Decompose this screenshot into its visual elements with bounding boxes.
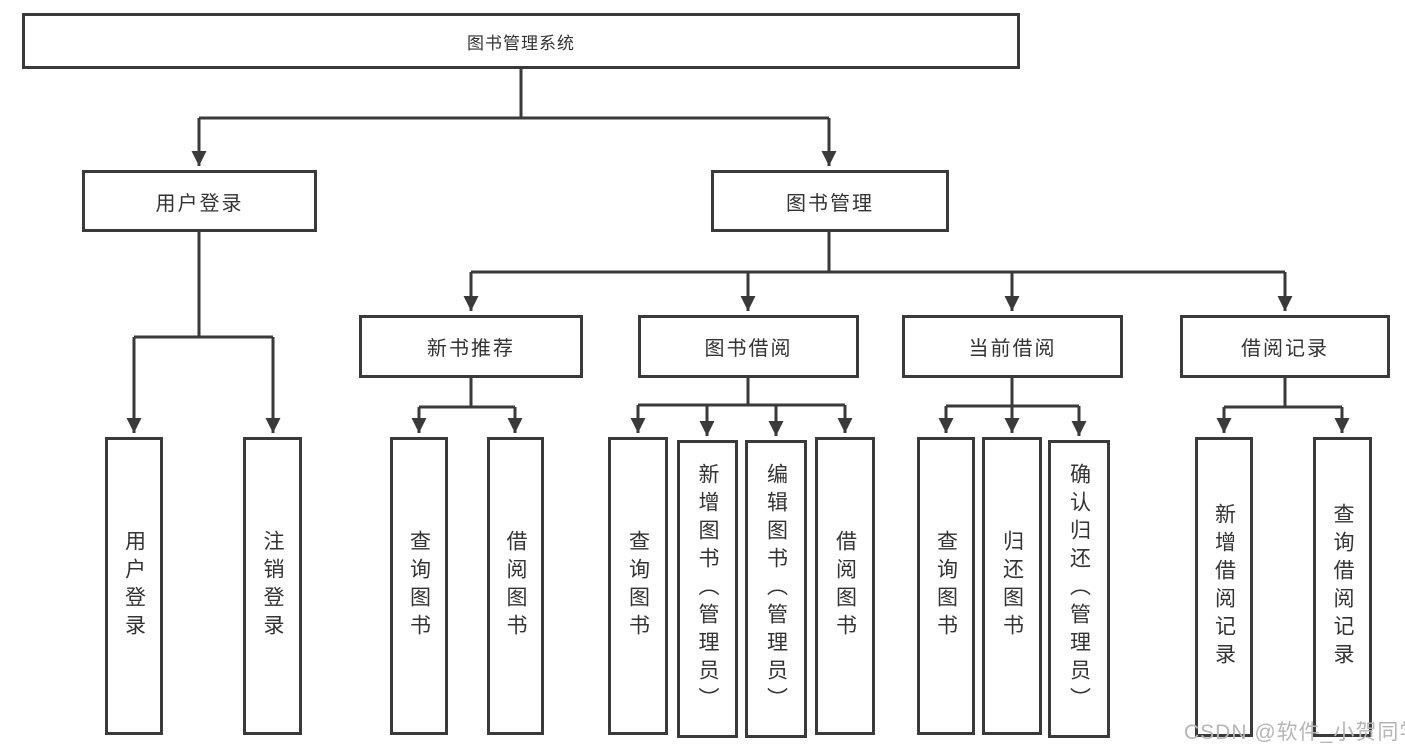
leaf-borrow-books-2: 借阅图书	[815, 437, 875, 735]
leaf-query-books-2: 查询图书	[608, 437, 668, 735]
node-label: 新书推荐	[427, 338, 515, 360]
leaf-label: 注销登录	[261, 530, 284, 642]
node-label: 当前借阅	[968, 338, 1057, 360]
leaf-add-books-admin: 新增图书（管理员）	[677, 440, 738, 738]
leaf-label: 查询图书	[407, 530, 431, 642]
leaf-query-books-1: 查询图书	[390, 437, 448, 735]
leaf-logout: 注销登录	[243, 437, 302, 735]
leaf-label: 借阅图书	[504, 530, 527, 642]
leaf-user-login: 用户登录	[105, 437, 163, 735]
leaf-label: 确认归还（管理员）	[1067, 463, 1091, 715]
node-user-login: 用户登录	[82, 170, 317, 232]
node-label: 图书管理系统	[467, 33, 575, 53]
leaf-label: 用户登录	[122, 530, 146, 642]
node-label: 图书管理	[786, 192, 874, 215]
leaf-add-borrow-record: 新增借阅记录	[1195, 437, 1253, 737]
csdn-watermark: CSDN @软件_小贺同学	[1184, 721, 1405, 744]
leaf-label: 编辑图书（管理员）	[764, 463, 788, 715]
leaf-edit-books-admin: 编辑图书（管理员）	[745, 440, 807, 738]
leaf-query-borrow-record: 查询借阅记录	[1313, 437, 1372, 737]
node-book-management: 图书管理	[711, 170, 949, 232]
leaf-label: 新增借阅记录	[1212, 503, 1236, 671]
leaf-confirm-return-admin: 确认归还（管理员）	[1048, 440, 1110, 738]
node-label: 用户登录	[155, 192, 244, 215]
leaf-label: 查询图书	[934, 530, 958, 642]
leaf-label: 查询借阅记录	[1331, 503, 1354, 671]
node-library-management-system: 图书管理系统	[22, 13, 1020, 69]
leaf-borrow-books-1: 借阅图书	[487, 437, 544, 735]
leaf-label: 新增图书（管理员）	[696, 463, 719, 715]
node-borrow-records: 借阅记录	[1180, 315, 1390, 378]
node-label: 图书借阅	[704, 338, 793, 360]
node-label: 借阅记录	[1241, 338, 1329, 360]
leaf-label: 查询图书	[626, 530, 650, 642]
leaf-label: 归还图书	[1000, 530, 1024, 642]
leaf-return-books: 归还图书	[982, 437, 1042, 735]
node-current-borrow: 当前借阅	[902, 315, 1123, 378]
node-book-borrow: 图书借阅	[638, 315, 859, 378]
leaf-query-books-3: 查询图书	[917, 437, 975, 735]
node-new-book-recommend: 新书推荐	[359, 315, 583, 378]
leaf-label: 借阅图书	[833, 530, 857, 642]
